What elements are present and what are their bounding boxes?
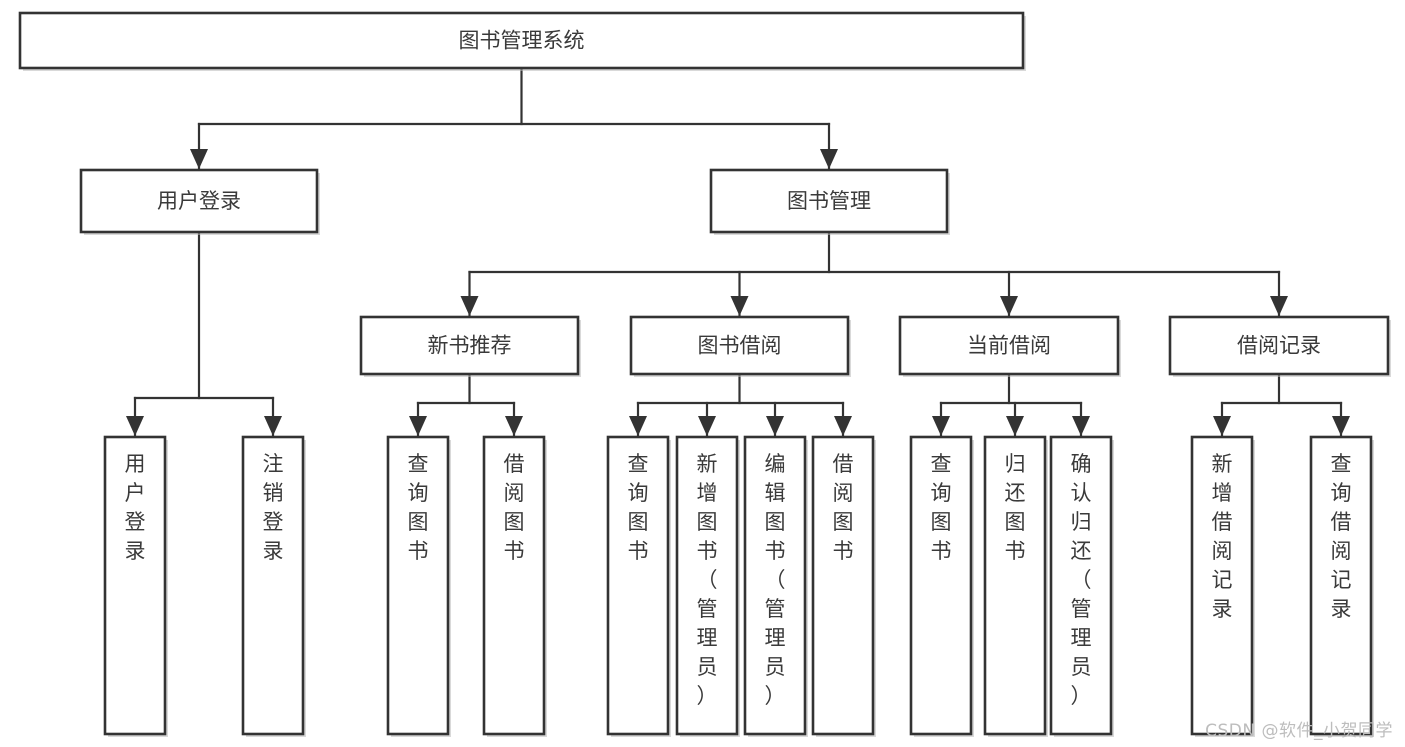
node-box[interactable] bbox=[629, 315, 850, 376]
node-label: 新增图书（管理员） bbox=[697, 452, 718, 708]
node-label: 借阅记录 bbox=[1237, 334, 1321, 358]
node-leaf-query-book-current[interactable]: 查询图书 bbox=[909, 435, 974, 737]
node-label: 图书借阅 bbox=[698, 334, 782, 358]
node-label: 借阅图书 bbox=[833, 452, 854, 563]
node-box[interactable] bbox=[909, 435, 973, 736]
node-box[interactable] bbox=[103, 435, 167, 736]
node-box[interactable] bbox=[359, 315, 580, 376]
node-box[interactable] bbox=[1049, 435, 1113, 736]
node-leaf-borrow-book[interactable]: 借阅图书 bbox=[811, 435, 876, 737]
arrow-to-leaf-add-borrow-record bbox=[1213, 416, 1231, 436]
node-box[interactable] bbox=[709, 168, 949, 234]
node-leaf-user-login[interactable]: 用户登录 bbox=[103, 435, 168, 737]
arrow-to-book-management bbox=[820, 149, 838, 169]
arrow-to-leaf-borrow-book-recommend bbox=[505, 416, 523, 436]
node-leaf-return-book[interactable]: 归还图书 bbox=[983, 435, 1048, 737]
arrow-to-borrow-record bbox=[1270, 296, 1288, 316]
node-box[interactable] bbox=[18, 11, 1025, 70]
arrow-to-leaf-query-book-recommend bbox=[409, 416, 427, 436]
node-box[interactable] bbox=[79, 168, 319, 234]
node-label: 借阅图书 bbox=[504, 452, 525, 563]
node-leaf-logout-login[interactable]: 注销登录 bbox=[241, 435, 306, 737]
node-box[interactable] bbox=[675, 435, 739, 736]
node-label: 图书管理 bbox=[787, 189, 871, 213]
node-user-login[interactable]: 用户登录 bbox=[79, 168, 320, 235]
node-book-management[interactable]: 图书管理 bbox=[709, 168, 950, 235]
connector-edges bbox=[126, 66, 1350, 438]
node-box[interactable] bbox=[606, 435, 670, 736]
arrow-to-current-borrow bbox=[1000, 296, 1018, 316]
arrow-to-leaf-logout-login bbox=[264, 416, 282, 436]
node-box[interactable] bbox=[1190, 435, 1254, 736]
node-label: 用户登录 bbox=[157, 189, 241, 213]
node-borrow-record[interactable]: 借阅记录 bbox=[1168, 315, 1391, 377]
node-box[interactable] bbox=[1309, 435, 1373, 736]
node-label: 用户登录 bbox=[125, 452, 146, 563]
node-root[interactable]: 图书管理系统 bbox=[18, 11, 1026, 71]
node-boxes: 图书管理系统用户登录图书管理新书推荐图书借阅当前借阅借阅记录用户登录注销登录查询… bbox=[18, 11, 1391, 737]
node-box[interactable] bbox=[482, 435, 546, 736]
arrow-to-leaf-query-book-current bbox=[932, 416, 950, 436]
arrow-to-leaf-query-borrow-record bbox=[1332, 416, 1350, 436]
node-box[interactable] bbox=[1168, 315, 1390, 376]
node-label: 查询图书 bbox=[931, 452, 952, 563]
node-box[interactable] bbox=[983, 435, 1047, 736]
node-box[interactable] bbox=[898, 315, 1120, 376]
node-leaf-confirm-return-admin[interactable]: 确认归还（管理员） bbox=[1049, 435, 1114, 737]
arrow-to-leaf-return-book bbox=[1006, 416, 1024, 436]
node-current-borrow[interactable]: 当前借阅 bbox=[898, 315, 1121, 377]
node-leaf-add-borrow-record[interactable]: 新增借阅记录 bbox=[1190, 435, 1255, 737]
node-label: 新增借阅记录 bbox=[1212, 452, 1233, 621]
arrow-to-user-login bbox=[190, 149, 208, 169]
node-leaf-query-book-borrow[interactable]: 查询图书 bbox=[606, 435, 671, 737]
watermark-text: CSDN @软件_小贺同学 bbox=[1205, 721, 1393, 741]
node-book-borrow[interactable]: 图书借阅 bbox=[629, 315, 851, 377]
node-leaf-query-borrow-record[interactable]: 查询借阅记录 bbox=[1309, 435, 1374, 737]
node-label: 查询借阅记录 bbox=[1331, 452, 1352, 621]
node-label: 图书管理系统 bbox=[459, 29, 585, 53]
node-box[interactable] bbox=[811, 435, 875, 736]
node-box[interactable] bbox=[241, 435, 305, 736]
arrow-to-new-book-recommend bbox=[460, 296, 479, 316]
node-label: 新书推荐 bbox=[428, 334, 512, 358]
node-label: 查询图书 bbox=[628, 452, 649, 563]
arrow-to-book-borrow bbox=[730, 296, 749, 316]
node-box[interactable] bbox=[743, 435, 807, 736]
arrow-to-leaf-user-login bbox=[126, 416, 144, 436]
node-label: 归还图书 bbox=[1005, 452, 1026, 563]
node-leaf-borrow-book-recommend[interactable]: 借阅图书 bbox=[482, 435, 547, 737]
node-leaf-query-book-recommend[interactable]: 查询图书 bbox=[386, 435, 451, 737]
node-label: 当前借阅 bbox=[967, 334, 1051, 358]
arrow-to-leaf-confirm-return-admin bbox=[1072, 416, 1090, 436]
node-leaf-add-book-admin[interactable]: 新增图书（管理员） bbox=[675, 435, 740, 737]
node-label: 编辑图书（管理员） bbox=[765, 452, 786, 708]
node-label: 注销登录 bbox=[263, 452, 284, 563]
arrow-to-leaf-edit-book-admin bbox=[766, 416, 784, 436]
arrow-to-leaf-borrow-book bbox=[834, 416, 852, 436]
node-label: 确认归还（管理员） bbox=[1071, 452, 1092, 708]
node-box[interactable] bbox=[386, 435, 450, 736]
node-new-book-recommend[interactable]: 新书推荐 bbox=[359, 315, 581, 377]
node-leaf-edit-book-admin[interactable]: 编辑图书（管理员） bbox=[743, 435, 808, 737]
arrow-to-leaf-add-book-admin bbox=[698, 416, 716, 436]
arrow-to-leaf-query-book-borrow bbox=[629, 416, 647, 436]
node-label: 查询图书 bbox=[408, 452, 429, 563]
